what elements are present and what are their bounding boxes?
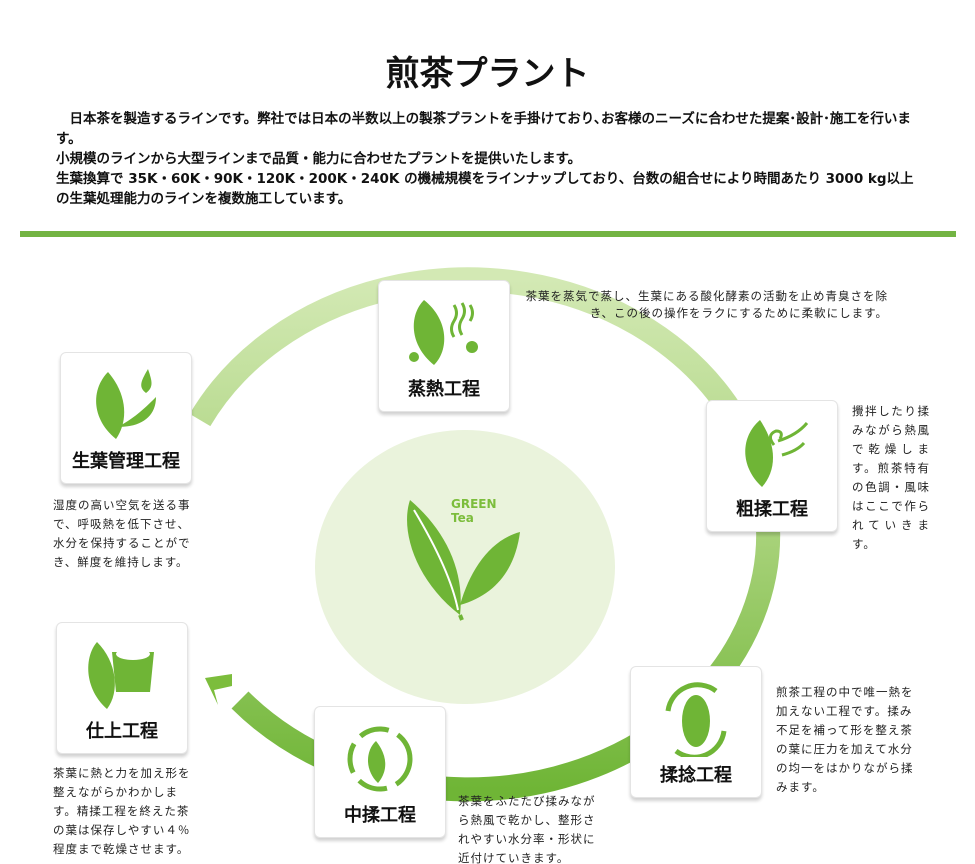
step-description-rough-rolling: 攪拌したり揉みながら熱風で乾燥します。煎茶特有の色調・風味はここで作られていきま… [852, 404, 930, 551]
step-label: 蒸熱工程 [408, 379, 480, 400]
step-label: 仕上工程 [86, 721, 158, 742]
ring-arrow-head [205, 674, 232, 705]
step-card-medium-rolling[interactable]: 中揉工程 [314, 706, 446, 838]
leaf-wind-icon [745, 420, 809, 487]
step-label: 粗揉工程 [736, 499, 808, 520]
green-tea-label: GREEN Tea [451, 497, 497, 525]
step-description-finishing: 茶葉に熱と力を加え形を整えながらかわかします。精揉工程を終えた茶の葉は保存しやす… [53, 766, 191, 856]
step-card-rough-rolling[interactable]: 粗揉工程 [706, 400, 838, 532]
leaf-rotate-icon [665, 682, 727, 757]
intro-text: 日本茶を製造するラインです。弊社では日本の半数以上の製茶プラントを手掛けており､… [56, 109, 926, 209]
step-label: 揉捻工程 [660, 765, 732, 786]
green-label: GREEN [451, 497, 497, 511]
page-title: 煎茶プラント [385, 54, 590, 94]
step-description-steaming: 茶葉を蒸気で蒸し、生葉にある酸化酵素の活動を止め青臭さを除き、この後の操作をラク… [525, 289, 888, 320]
green-tea-leaf-icon [407, 500, 520, 621]
tea-label: Tea [451, 511, 474, 525]
step-description-raw-leaf-management: 湿度の高い空気を送る事で、呼吸熱を低下させ、水分を保持することができ、鮮度を維持… [53, 498, 191, 569]
step-label: 生葉管理工程 [72, 451, 180, 472]
leaf-drop-icon [96, 369, 156, 439]
step-description-rolling: 煎茶工程の中で唯一熱を加えない工程です。揉み不足を補って形を整え茶の葉に圧力を加… [776, 685, 914, 794]
step-description-medium-rolling: 茶葉をふたたび揉みながら熱風で乾かし、整形されやすい水分率・形状に近付けていきま… [458, 794, 596, 864]
intro-paragraph: 小規模のラインから大型ラインまで品質・能力に合わせたプラントを提供いたします。 [56, 151, 582, 167]
step-card-raw-leaf-management[interactable]: 生葉管理工程 [60, 352, 192, 484]
intro-paragraph: 生葉換算で 35K・60K・90K・120K・200K・240K の機械規模をラ… [56, 171, 914, 207]
leaf-cup-icon [88, 642, 154, 709]
intro-paragraph: 日本茶を製造するラインです。弊社では日本の半数以上の製茶プラントを手掛けており､… [56, 111, 911, 147]
step-card-finishing[interactable]: 仕上工程 [56, 622, 188, 754]
center-circle [315, 430, 615, 704]
step-label: 中揉工程 [344, 805, 416, 826]
divider-bar [20, 231, 956, 237]
leaf-steam-icon [409, 300, 478, 365]
step-card-rolling[interactable]: 揉捻工程 [630, 666, 762, 798]
step-card-steaming[interactable]: 蒸熱工程 [378, 280, 510, 412]
leaf-cycle-icon [347, 726, 413, 792]
